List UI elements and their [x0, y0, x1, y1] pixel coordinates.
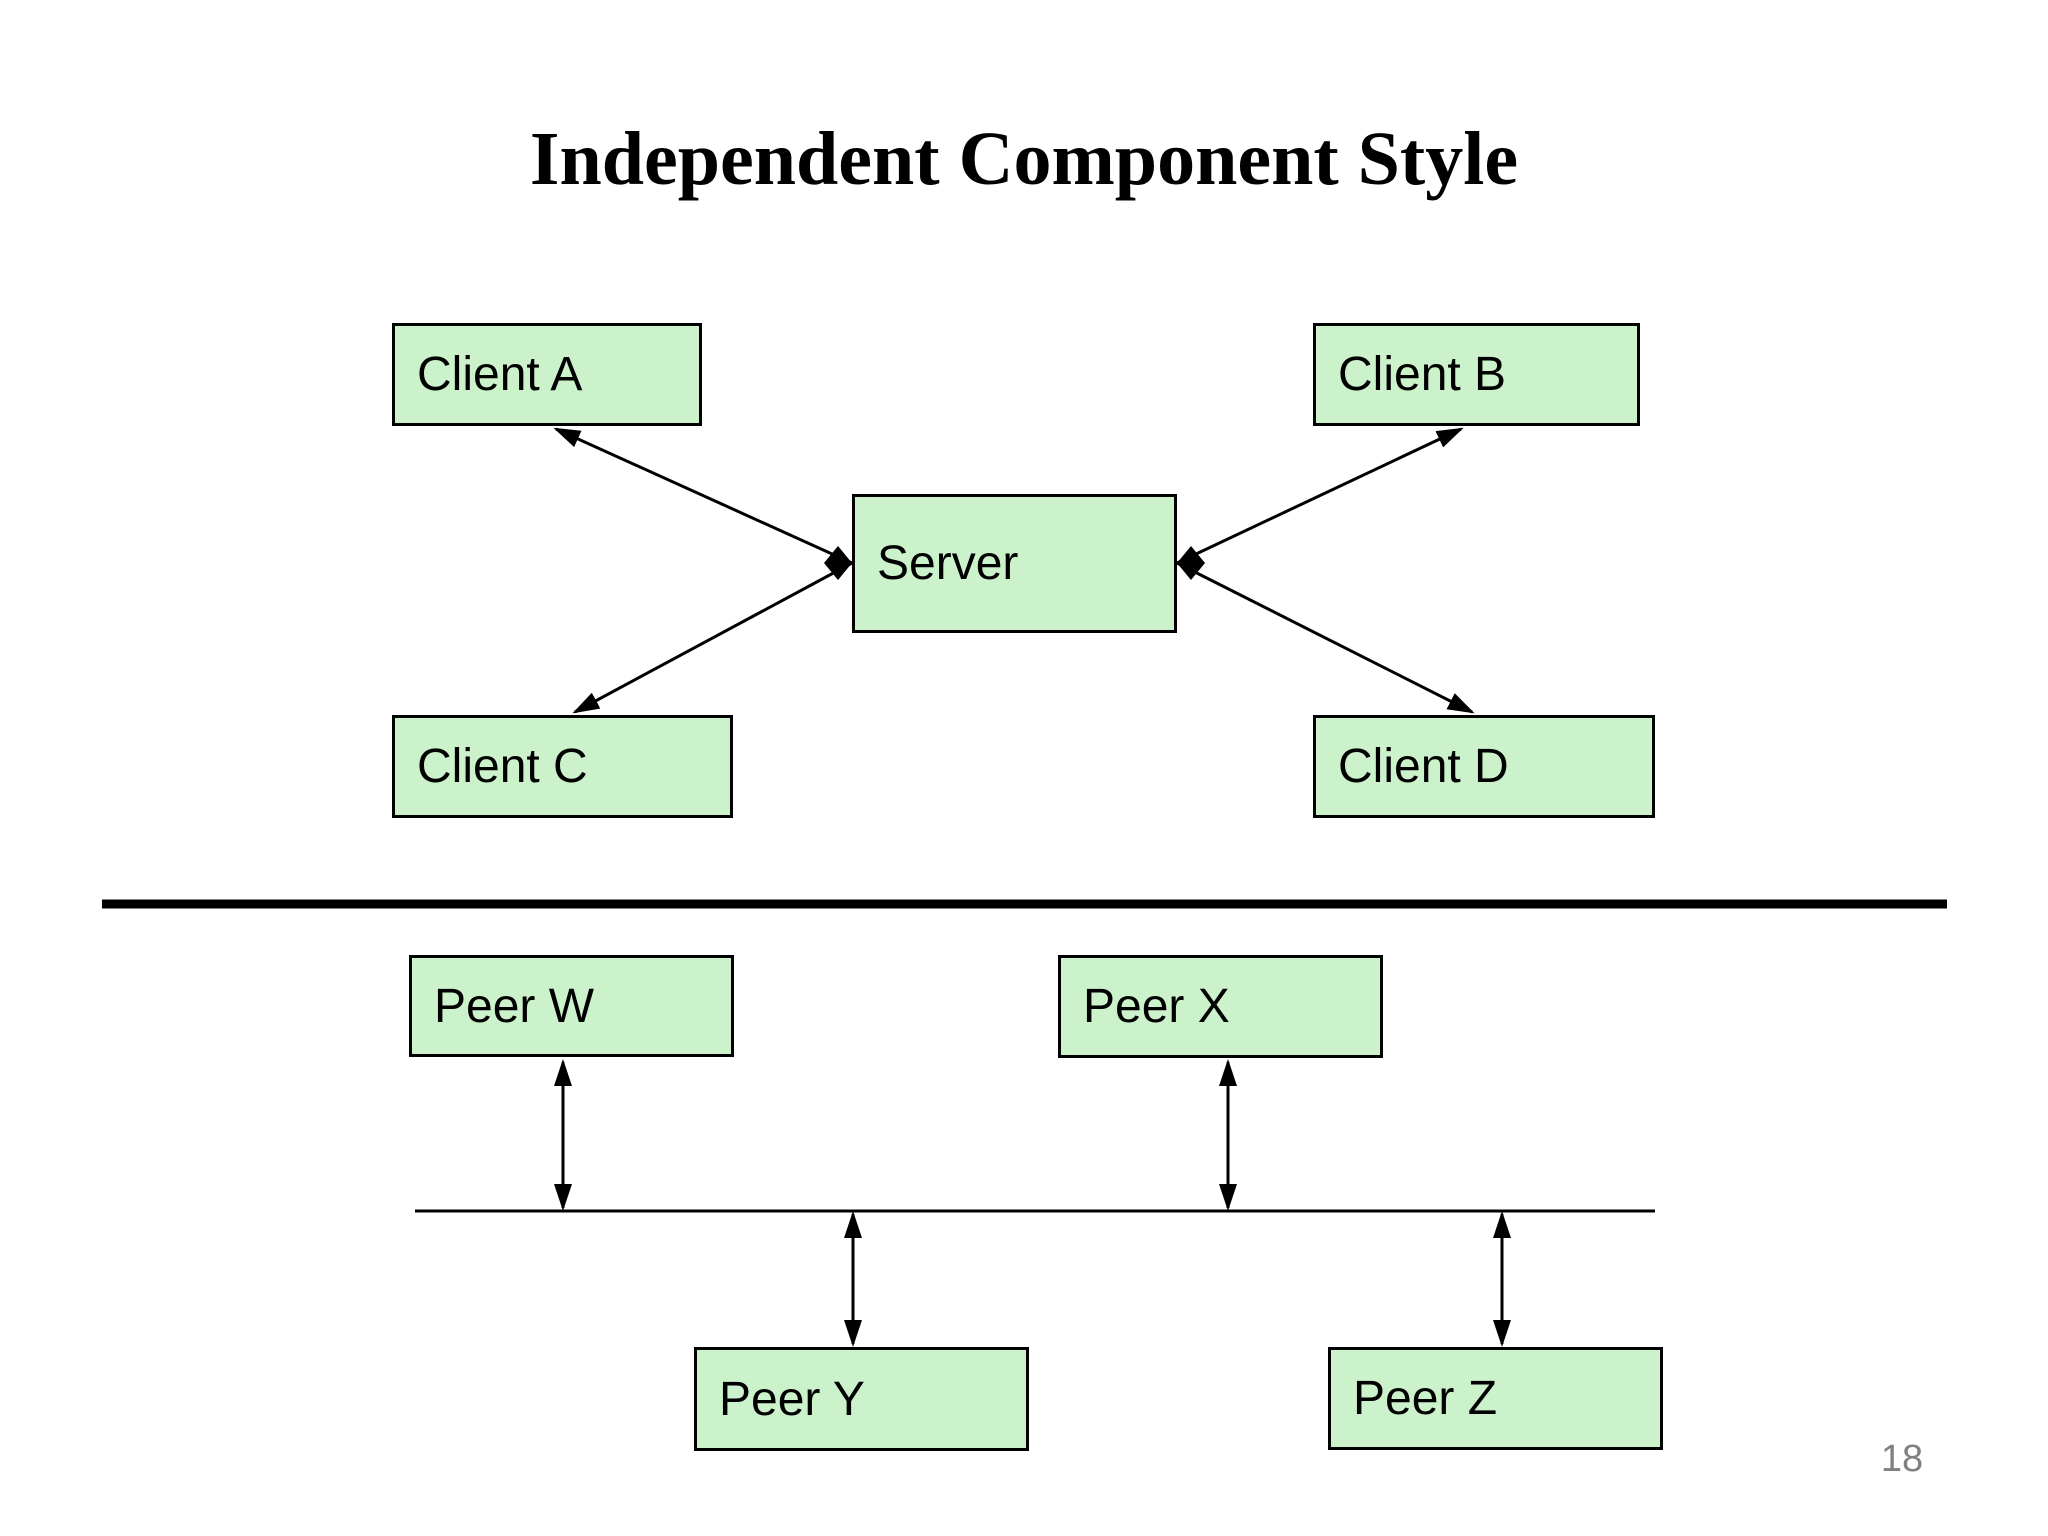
diamond-icon-server-left	[824, 546, 852, 580]
node-server: Server	[852, 494, 1177, 633]
node-peer-x-label: Peer X	[1083, 980, 1230, 1033]
edge-server-client-d	[1176, 561, 1475, 714]
edge-server-client-b	[1176, 427, 1464, 565]
node-peer-z: Peer Z	[1328, 1347, 1663, 1450]
node-peer-y-label: Peer Y	[719, 1372, 865, 1426]
node-peer-y: Peer Y	[694, 1347, 1029, 1451]
node-server-label: Server	[877, 537, 1019, 590]
node-client-b-label: Client B	[1338, 348, 1507, 401]
node-client-d: Client D	[1313, 715, 1655, 818]
slide-title: Independent Component Style	[529, 117, 1519, 201]
node-peer-w-label: Peer W	[434, 979, 595, 1033]
node-peer-w: Peer W	[409, 955, 734, 1057]
node-client-a-label: Client A	[417, 348, 583, 401]
node-client-d-label: Client D	[1338, 740, 1509, 793]
node-peer-x: Peer X	[1058, 955, 1383, 1058]
node-client-c: Client C	[392, 715, 733, 818]
edge-server-client-a	[553, 427, 853, 565]
node-client-c-label: Client C	[417, 740, 588, 793]
edge-server-client-c	[572, 561, 853, 714]
node-peer-z-label: Peer Z	[1353, 1372, 1498, 1425]
node-client-a: Client A	[392, 323, 702, 426]
node-client-b: Client B	[1313, 323, 1640, 426]
page-number: 18	[1880, 1438, 1924, 1480]
diamond-icon-server-right	[1177, 546, 1205, 580]
